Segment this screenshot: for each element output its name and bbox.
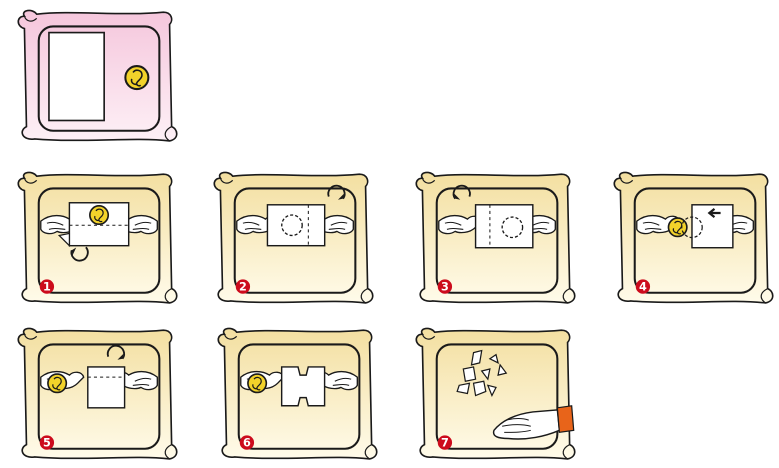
blank-paper-icon — [49, 33, 104, 121]
step-number: 7 — [441, 437, 449, 450]
step-panel-3: 3 — [406, 168, 584, 306]
step-number: 1 — [43, 281, 51, 294]
coin-icon — [248, 374, 266, 392]
step-panel-4: 4 — [604, 168, 779, 306]
coin-icon — [668, 218, 686, 236]
step-panel-5: 5 — [8, 324, 186, 462]
step-panel-1: 1 — [8, 168, 186, 306]
step-panel-6: 6 — [208, 324, 386, 462]
paper-icon — [88, 367, 125, 408]
paper-icon — [476, 205, 533, 248]
coin-icon — [90, 206, 108, 224]
intro-panel — [8, 6, 186, 144]
step-number: 6 — [243, 437, 251, 450]
step-number: 2 — [239, 281, 247, 294]
coin-icon — [48, 374, 66, 392]
coin-icon — [125, 66, 148, 89]
step-number: 3 — [441, 281, 449, 294]
step-number: 4 — [639, 281, 647, 294]
paper-icon — [267, 205, 324, 246]
step-panel-2: 2 — [204, 168, 382, 306]
step-panel-7: 7 — [406, 324, 584, 462]
step-number: 5 — [43, 437, 51, 450]
